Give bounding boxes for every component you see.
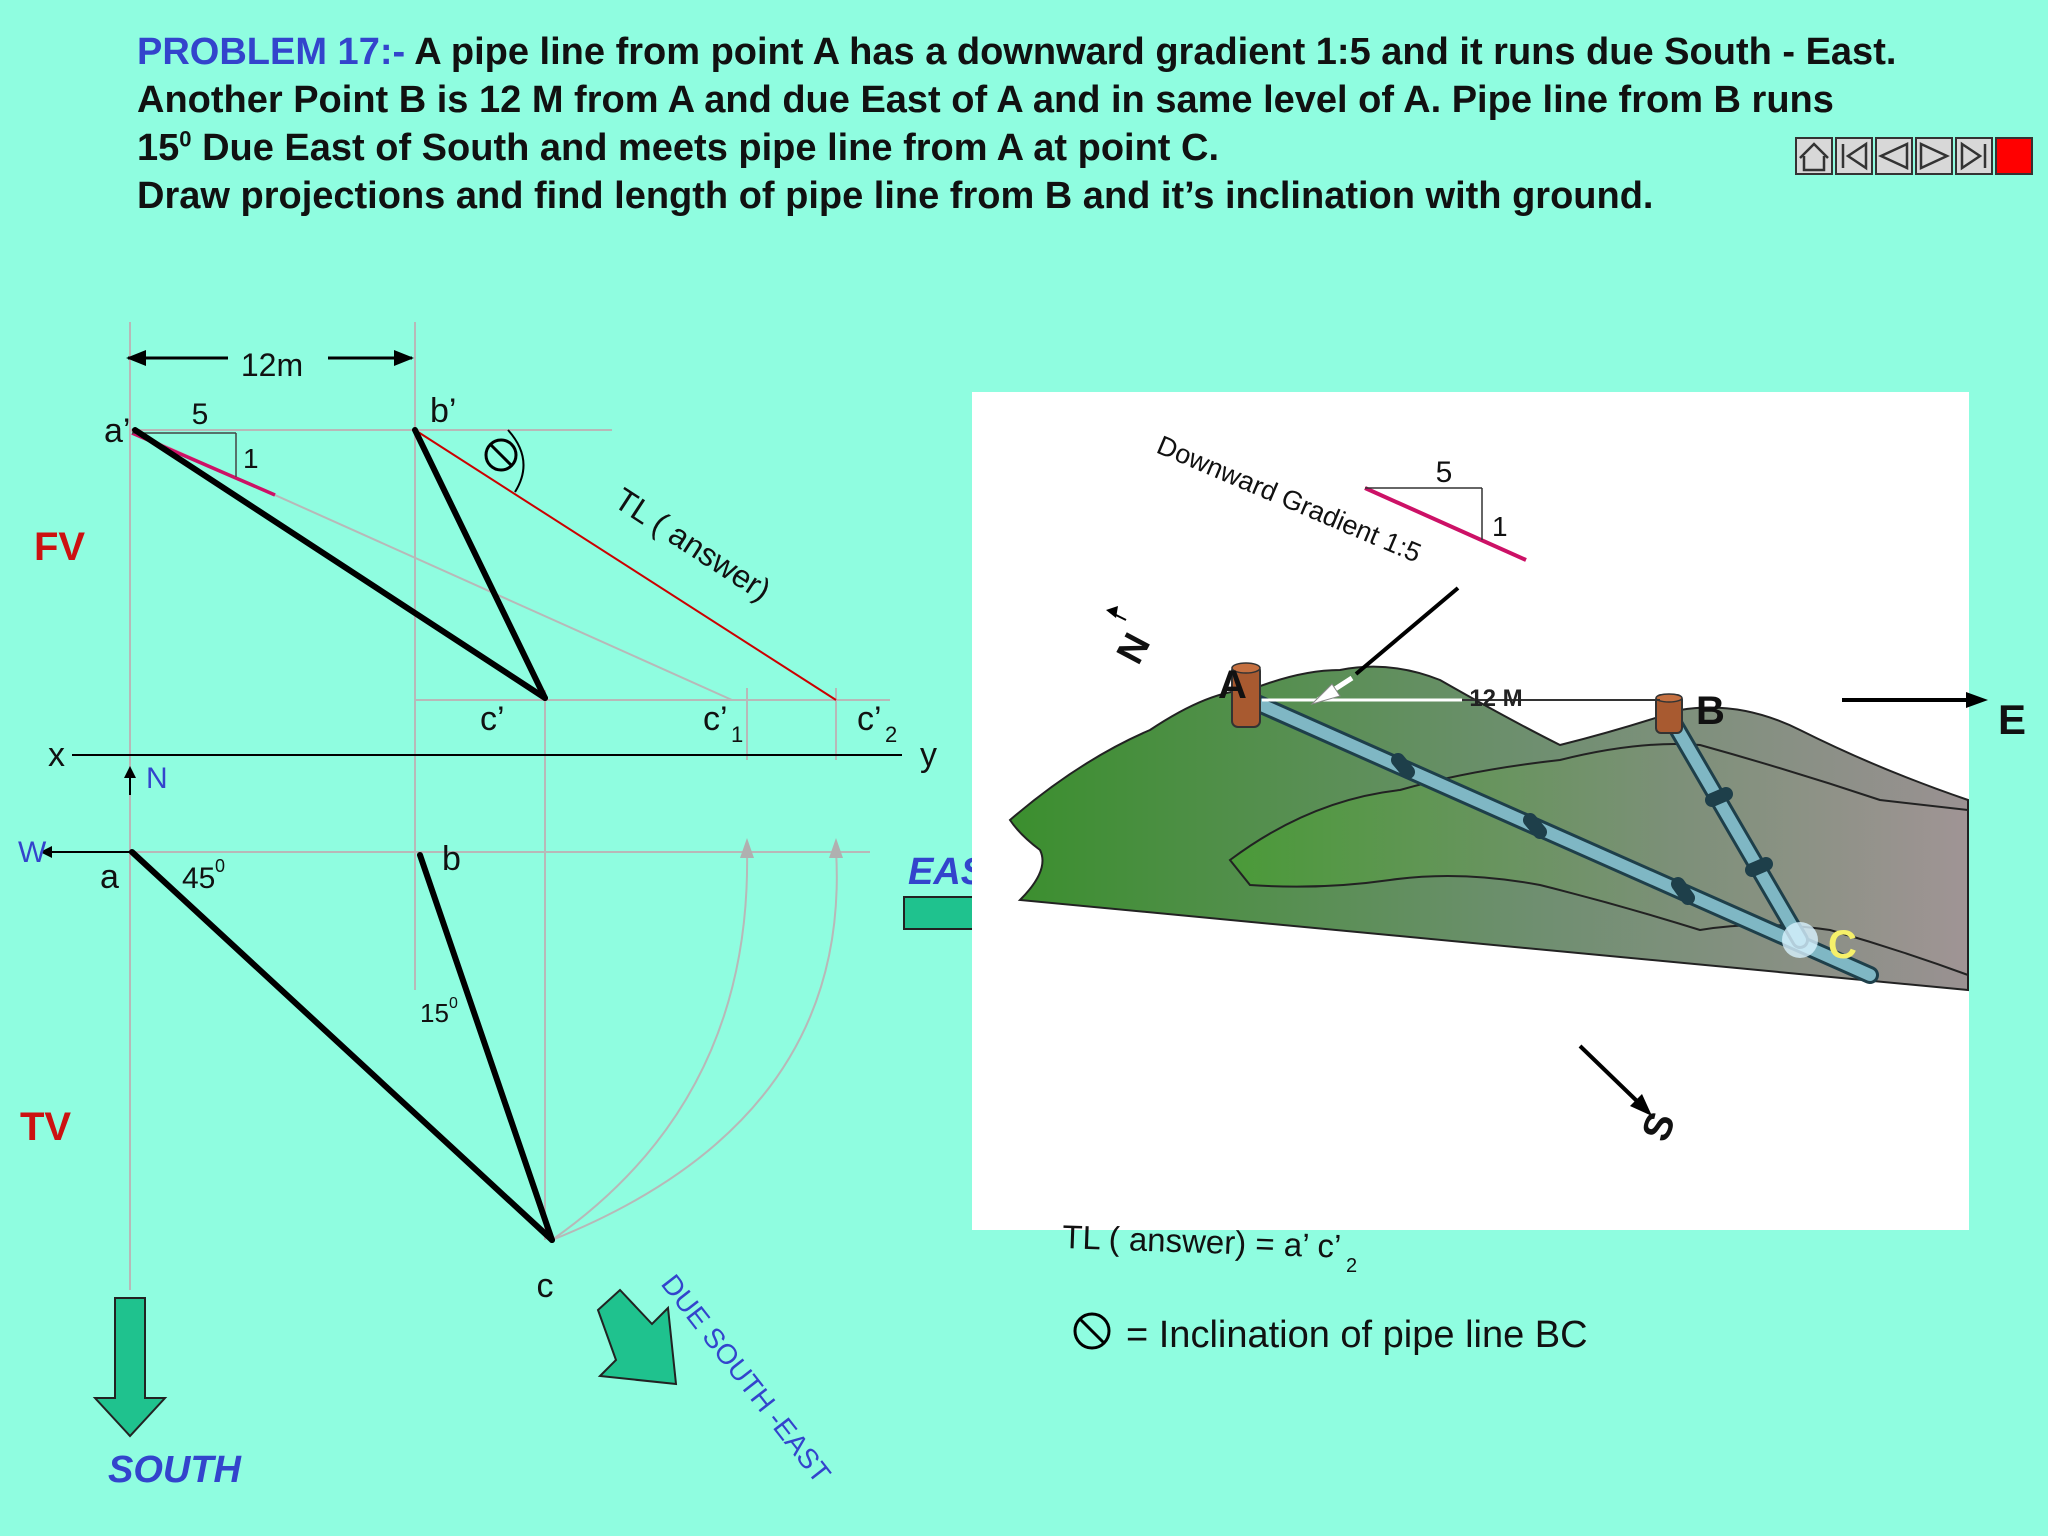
north-west-indicators: [40, 766, 136, 858]
pictorial-grad-1: 1: [1492, 511, 1508, 542]
legend-true-length: TL ( answer) = a’ c’ 2: [1062, 1218, 1357, 1277]
post-b: [1655, 693, 1683, 734]
label-w: W: [18, 836, 47, 869]
legend-inclination: = Inclination of pipe line BC: [1073, 1312, 1588, 1356]
pictorial-gradient-triangle: 5 1: [1364, 456, 1527, 562]
dimension-12m: 12m: [126, 347, 414, 383]
first-slide-icon: [1841, 141, 1868, 171]
problem-text-3b: Due East of South and meets pipe line fr…: [191, 127, 1220, 169]
last-slide-button[interactable]: [1955, 137, 1993, 175]
label-c1-prime: c’ 1: [703, 700, 743, 747]
legend-incl-text: = Inclination of pipe line BC: [1126, 1314, 1588, 1356]
pictorial-dist-label: 12 M: [1469, 685, 1522, 712]
problem-separator: :-: [379, 31, 406, 73]
pictorial-e-label: E: [1998, 696, 2026, 743]
label-c-prime: c’: [480, 700, 505, 738]
home-icon: [1799, 142, 1829, 172]
problem-line-4: Draw projections and find length of pipe…: [137, 175, 1654, 217]
top-view-lines: [129, 849, 555, 1243]
south-arrow: [92, 1297, 168, 1438]
label-due-south-east: DUE SOUTH -EAST: [655, 1269, 837, 1489]
pictorial-point-c: C: [1828, 923, 1857, 967]
pipes: [1241, 691, 1879, 984]
slide-navigation: [1795, 137, 2033, 175]
last-slide-icon: [1960, 141, 1987, 171]
end-show-icon: [1995, 137, 2033, 175]
problem-line-1: PROBLEM 17:- A pipe line from point A ha…: [137, 28, 2017, 76]
angle-15-value: 15: [420, 998, 449, 1028]
label-angle-45: 45 0: [182, 856, 225, 895]
problem-line-3: 150 Due East of South and meets pipe lin…: [137, 124, 2017, 172]
next-slide-icon: [1919, 142, 1950, 170]
label-y: y: [920, 736, 937, 774]
compass-east: E: [1842, 692, 2026, 743]
post-a: [1231, 662, 1261, 728]
problem-label: PROBLEM 17: [137, 31, 380, 73]
label-c2-sub: 2: [885, 722, 897, 747]
label-x: x: [48, 736, 65, 774]
south-east-arrow: [596, 1288, 678, 1386]
label-fv: FV: [34, 525, 85, 569]
previous-slide-button[interactable]: [1875, 137, 1913, 175]
label-c: c: [537, 1267, 554, 1305]
label-c1-main: c’: [703, 700, 728, 738]
angle-45-sup: 0: [215, 856, 225, 876]
orthographic-drawing: 12m 5 1 TL ( answer): [18, 322, 1042, 1491]
next-slide-button[interactable]: [1915, 137, 1953, 175]
label-a: a: [100, 858, 119, 896]
label-c2-main: c’: [857, 700, 882, 738]
theta-icon: [1073, 1312, 1111, 1350]
end-show-button[interactable]: [1995, 137, 2033, 175]
fv-grad-5: 5: [192, 398, 209, 431]
label-angle-15: 15 0: [420, 995, 458, 1028]
previous-slide-icon: [1878, 142, 1909, 170]
problem-text-3a: 15: [137, 127, 180, 169]
first-slide-button[interactable]: [1835, 137, 1873, 175]
pictorial-grad-5: 5: [1436, 456, 1453, 489]
front-view-lines: [132, 427, 548, 701]
label-south: SOUTH: [108, 1449, 243, 1491]
legend-tl-sub: 2: [1346, 1255, 1357, 1277]
pictorial-view: 12 M Downward Gradient 1:5 5 1 N E: [972, 392, 2026, 1230]
label-b-prime: b’: [430, 392, 456, 430]
dim-12m-label: 12m: [241, 347, 303, 383]
true-length-line: [414, 429, 837, 701]
label-b: b: [442, 840, 461, 878]
projection-arrows: [740, 838, 843, 858]
home-button[interactable]: [1795, 137, 1833, 175]
problem-statement: PROBLEM 17:- A pipe line from point A ha…: [137, 28, 2017, 220]
label-c2-prime: c’ 2: [857, 700, 897, 747]
inclination-angle-symbol: [484, 429, 525, 493]
pictorial-point-b: B: [1696, 689, 1725, 733]
pictorial-point-a: A: [1218, 663, 1247, 707]
tl-answer-label: TL ( answer): [608, 481, 777, 608]
label-n: N: [146, 762, 168, 795]
fv-grad-1: 1: [243, 443, 259, 474]
problem-text-1: A pipe line from point A has a downward …: [405, 31, 1897, 73]
gradient-pointer: [1310, 586, 1460, 706]
label-a-prime: a’: [104, 412, 130, 450]
problem-line-2: Another Point B is 12 M from A and due E…: [137, 79, 1834, 121]
fv-gradient-triangle: 5 1: [131, 398, 276, 497]
label-c1-sub: 1: [731, 722, 743, 747]
problem-text-3-sup: 0: [179, 126, 192, 152]
label-tv: TV: [20, 1105, 71, 1149]
angle-45-value: 45: [182, 862, 215, 895]
angle-15-sup: 0: [449, 995, 458, 1012]
legend: TL ( answer) = a’ c’ 2 = Inclination of …: [1062, 1218, 1588, 1356]
